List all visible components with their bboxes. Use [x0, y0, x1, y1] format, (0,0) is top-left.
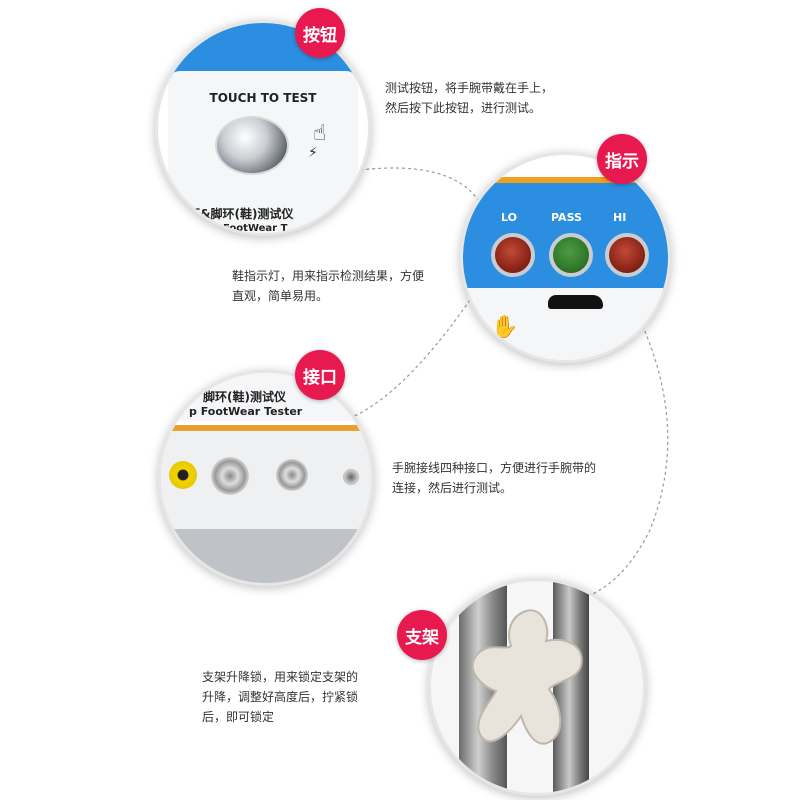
pass-lamp [549, 233, 593, 277]
badge-port: 接口 [295, 350, 345, 400]
description-line: 直观，简单易用。 [232, 289, 329, 303]
badge-stand: 支架 [397, 610, 447, 660]
hi-lamp [605, 233, 649, 277]
description-button: 测试按钮，将手腕带戴在手上， 然后按下此按钮，进行测试。 [385, 78, 553, 118]
description-port: 手腕接线四种接口，方便进行手腕带的 连接，然后进行测试。 [392, 458, 596, 498]
lo-lamp [491, 233, 535, 277]
hi-label: HI [613, 211, 627, 224]
description-line: 手腕接线四种接口，方便进行手腕带的 [392, 461, 597, 475]
badge-button: 按钮 [295, 8, 345, 58]
description-line: 连接，然后进行测试。 [392, 481, 513, 495]
hand-icon: ✋ [491, 315, 519, 340]
description-line: 后，即可锁定 [202, 710, 275, 724]
description-line: 测试按钮，将手腕带戴在手上， [385, 81, 554, 95]
lo-label: LO [501, 211, 517, 224]
description-line: 鞋指示灯，用来指示检测结果，方便 [232, 269, 425, 283]
description-stand: 支架升降锁，用来锁定支架的 升降，调整好高度后，拧紧锁 后，即可锁定 [202, 667, 358, 727]
description-line: 支架升降锁，用来锁定支架的 [202, 670, 359, 684]
star-knob-icon[interactable] [471, 601, 591, 771]
touch-to-test-label: TOUCH TO TEST [209, 91, 317, 105]
pass-label: PASS [551, 211, 582, 224]
device-title-cn: 脚环(鞋)测试仪 [203, 390, 286, 404]
snap-port-1[interactable] [211, 457, 249, 495]
lightning-icon: ⚡ [308, 145, 318, 161]
hand-touch-icon: ☝ [313, 121, 327, 146]
stand-lock-photo [428, 578, 646, 796]
shoe-icon [548, 295, 603, 309]
ground-screw[interactable] [343, 469, 359, 485]
device-title-en: FootWear T [223, 223, 288, 234]
touch-test-button[interactable] [215, 116, 289, 175]
touch-button-photo: TOUCH TO TEST ☝ ⚡ 环&脚环(鞋)测试仪 FootWear T [155, 20, 371, 236]
ports-photo: 脚环(鞋)测试仪 p FootWear Tester [158, 370, 374, 586]
device-title-en: p FootWear Tester [189, 405, 303, 418]
description-line: 升降，调整好高度后，拧紧锁 [202, 690, 359, 704]
snap-port-2[interactable] [276, 459, 308, 491]
yellow-jack-port[interactable] [169, 461, 197, 489]
description-indicator: 鞋指示灯，用来指示检测结果，方便 直观，简单易用。 [232, 266, 424, 306]
indicator-lights-photo: LO PASS HI ✋ [460, 152, 671, 363]
badge-indicator: 指示 [597, 134, 647, 184]
description-line: 然后按下此按钮，进行测试。 [385, 101, 542, 115]
device-title-cn: 环&脚环(鞋)测试仪 [188, 207, 294, 221]
